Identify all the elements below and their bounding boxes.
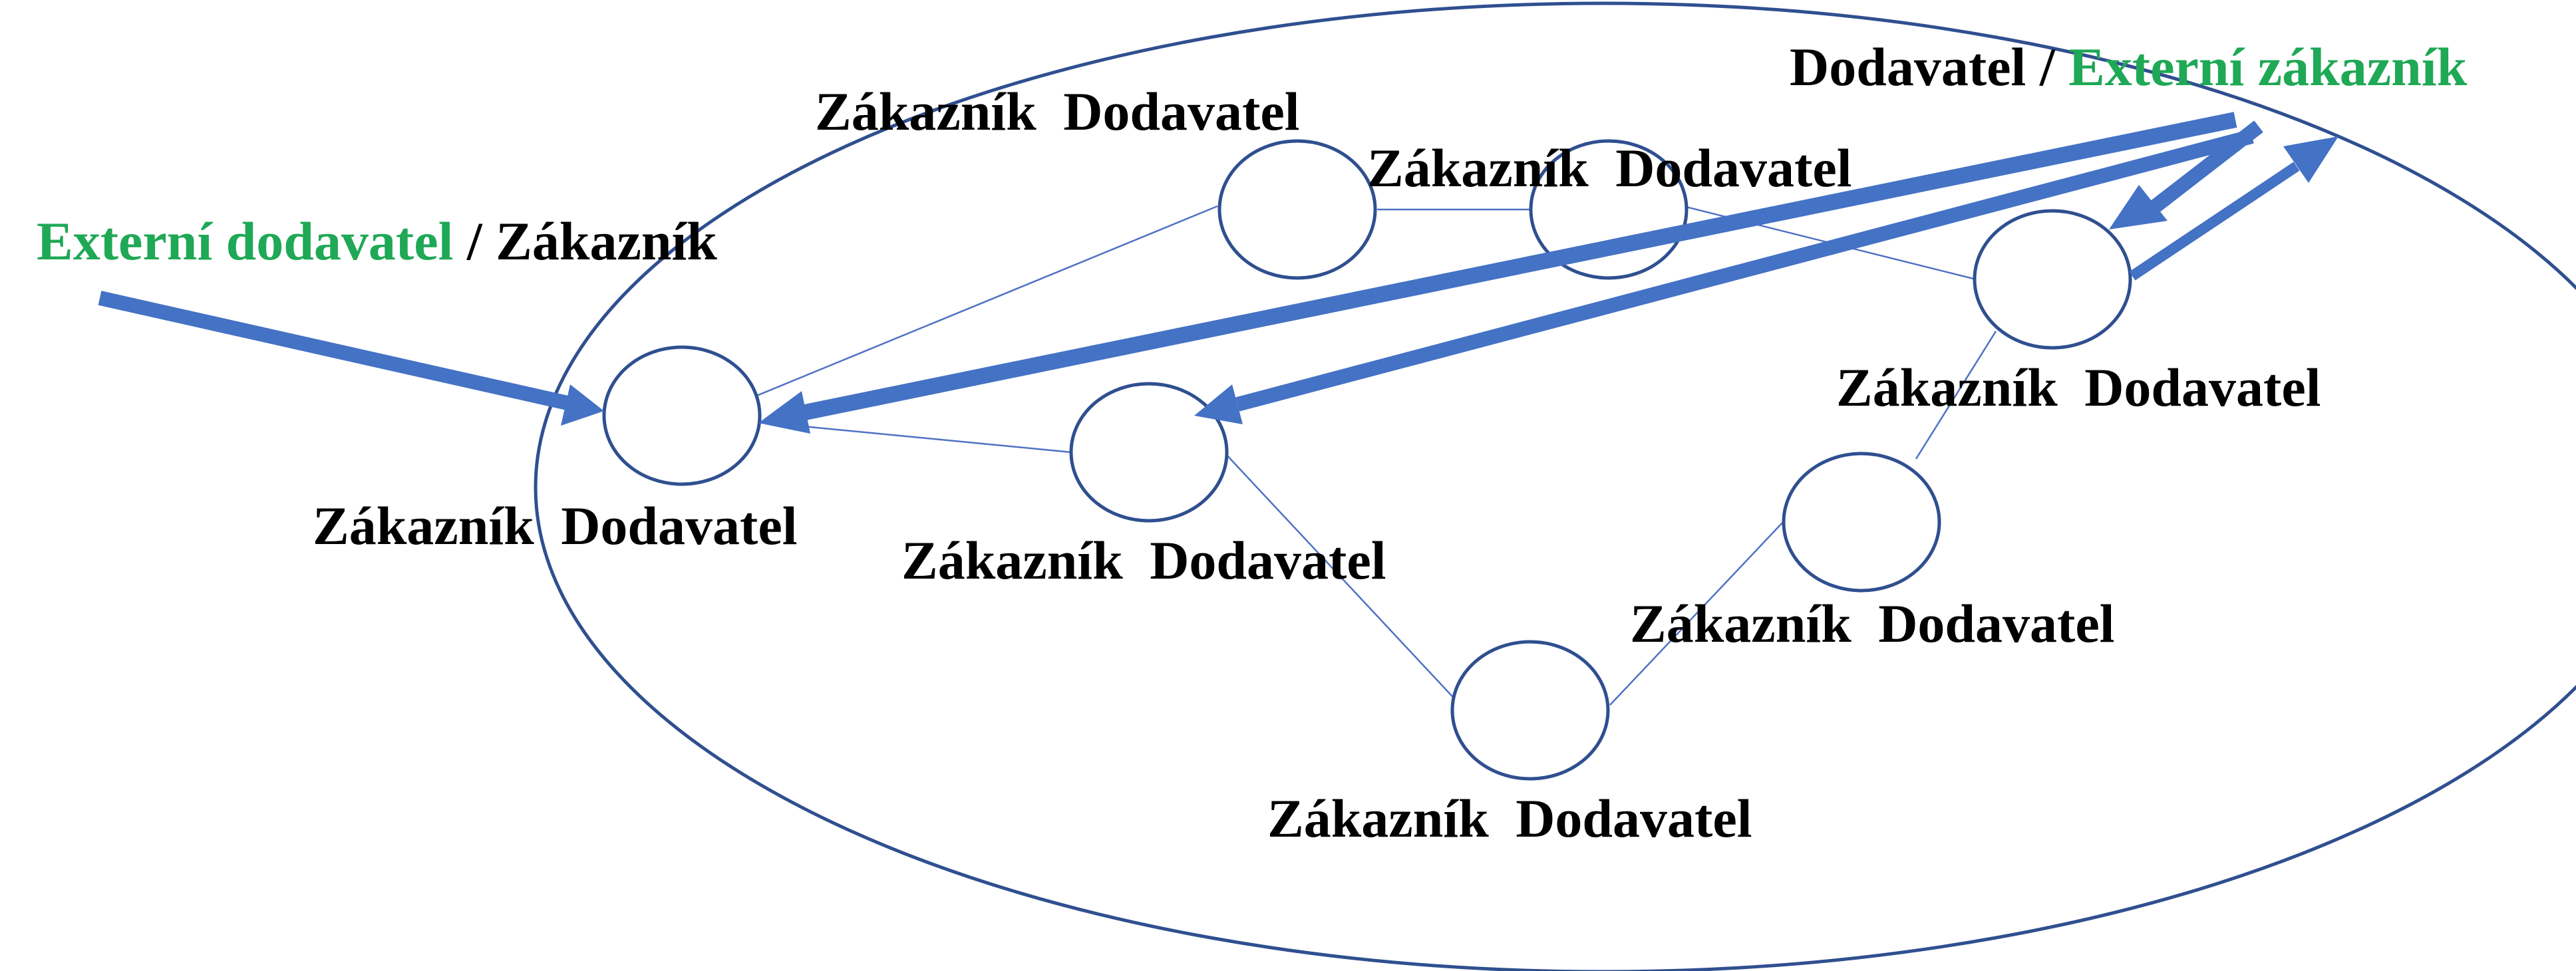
node-g [1782, 452, 1941, 593]
customer-word: Zákazník [1367, 138, 1589, 198]
arrow-external-customer-to-node-d [2151, 120, 2263, 212]
arrow-external-customer-to-node-e [1235, 129, 2254, 412]
supplier-word: Dodavatel [1063, 81, 1299, 142]
link-f-g [1609, 521, 1784, 706]
node-d-label: Zákazník Dodavatel [1836, 357, 2321, 418]
node-g-label: Zákazník Dodavatel [1630, 593, 2115, 654]
supplier-word: Dodavatel [1150, 530, 1386, 591]
arrow-head-icon [2109, 185, 2168, 229]
supplier-word: Dodavatel [1516, 788, 1752, 849]
label-separator: / [453, 211, 496, 271]
customer-word: Zákazník [1630, 593, 1852, 654]
nodes [602, 139, 2132, 781]
node-labels: Zákazník Dodavatel Zákazník Dodavatel Zá… [313, 81, 2321, 849]
node-a-label: Zákazník Dodavatel [313, 495, 798, 556]
external-customer-text: Externí zákazník [2068, 37, 2467, 97]
supplier-text: Dodavatel [1790, 37, 2026, 97]
arrow-external-customer-to-node-a [803, 112, 2237, 420]
arrow-head-icon [1194, 384, 1243, 424]
supplier-word: Dodavatel [1615, 138, 1852, 198]
node-e [1069, 382, 1229, 523]
link-a-b [748, 205, 1218, 400]
organization-boundary [534, 1, 2576, 971]
link-g-d [1915, 331, 1997, 460]
customer-word: Zákazník [901, 530, 1123, 591]
node-e-label: Zákazník Dodavatel [901, 530, 1386, 591]
node-c-label: Zákazník Dodavatel [1367, 138, 1852, 198]
customer-word: Zákazník [1836, 357, 2058, 418]
node-a [602, 345, 762, 486]
node-b [1217, 139, 1377, 280]
customer-word: Zákazník [1267, 788, 1489, 849]
label-separator: / [2026, 37, 2068, 97]
customer-word: Zákazník [313, 495, 534, 556]
arrow-node-d-to-external-customer [2129, 162, 2300, 281]
external-supplier-label: Externí dodavatel / Zákazník [37, 211, 717, 271]
customer-text: Zákazník [496, 211, 717, 271]
arrow-head-icon [561, 384, 604, 426]
external-supplier-text: Externí dodavatel [37, 211, 453, 271]
node-f [1450, 640, 1610, 781]
node-b-label: Zákazník Dodavatel [815, 81, 1300, 142]
arrow-external-to-node-a [98, 291, 575, 412]
link-e-f [1223, 452, 1461, 706]
flow-arrows [98, 112, 2338, 434]
supplier-word: Dodavatel [561, 495, 797, 556]
external-customer-label: Dodavatel / Externí zákazník [1790, 37, 2468, 97]
node-f-label: Zákazník Dodavatel [1267, 788, 1752, 849]
link-a-e [761, 421, 1072, 454]
arrow-head-icon [758, 391, 810, 434]
supplier-word: Dodavatel [2084, 357, 2321, 418]
node-d [1973, 209, 2132, 350]
arrow-head-icon [2283, 136, 2338, 183]
customer-word: Zákazník [815, 81, 1037, 142]
supplier-word: Dodavatel [1878, 593, 2114, 654]
